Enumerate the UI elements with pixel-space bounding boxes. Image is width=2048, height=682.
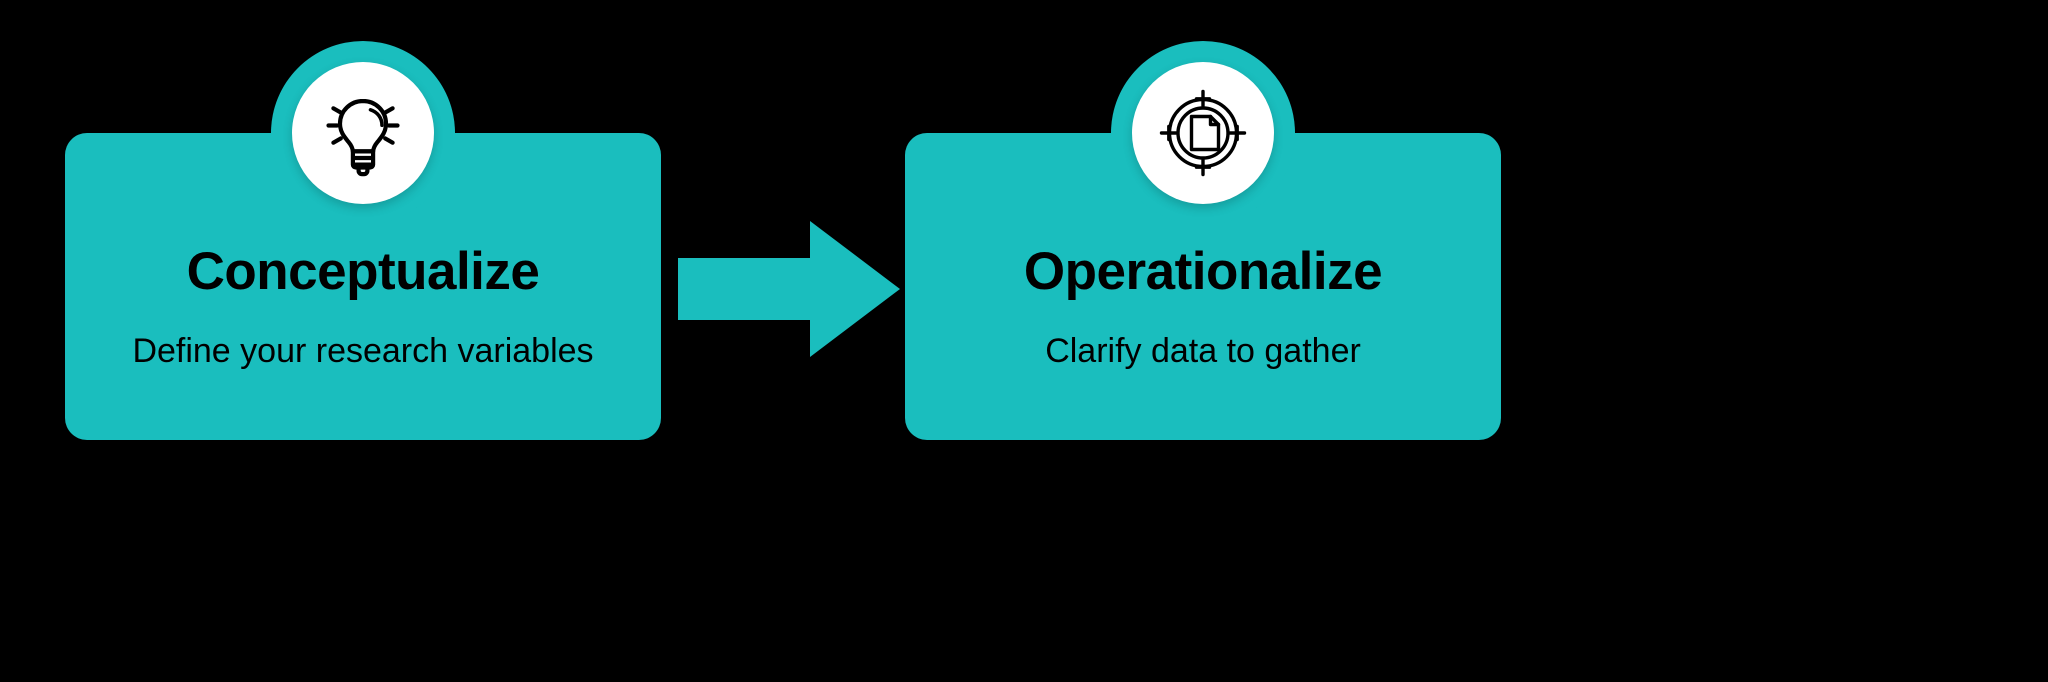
step-title: Operationalize — [1023, 242, 1383, 301]
step-title: Conceptualize — [186, 242, 540, 301]
badge-inner-circle — [292, 62, 434, 204]
step-icon-badge-operationalize — [1111, 41, 1295, 225]
step-card-conceptualize[interactable]: Conceptualize Define your research varia… — [65, 41, 661, 440]
arrow-right-icon — [678, 218, 902, 360]
target-document-icon — [1155, 85, 1251, 181]
badge-inner-circle — [1132, 62, 1274, 204]
lightbulb-icon — [315, 85, 411, 181]
step-subtitle: Clarify data to gather — [1045, 332, 1361, 370]
step-text-operationalize: Operationalize Clarify data to gather — [905, 245, 1501, 368]
step-subtitle: Define your research variables — [132, 332, 594, 370]
step-card-operationalize[interactable]: Operationalize Clarify data to gather — [905, 41, 1501, 440]
step-icon-badge-conceptualize — [271, 41, 455, 225]
step-text-conceptualize: Conceptualize Define your research varia… — [65, 245, 661, 368]
